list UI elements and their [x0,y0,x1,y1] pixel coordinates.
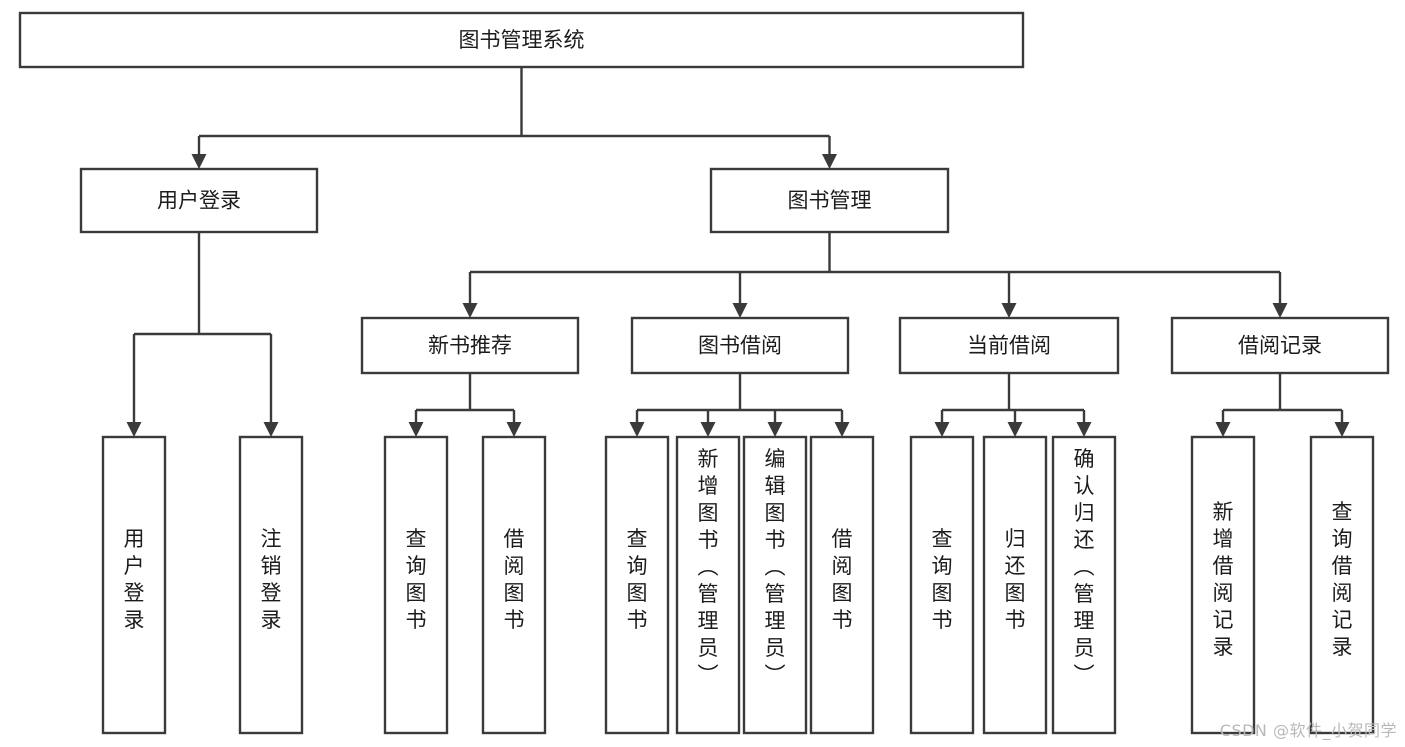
arrow-head-icon [126,422,142,437]
arrow-head-icon [263,422,279,437]
node-leaf-confirm-return-admin[interactable]: 确认归还︵管理员︶ [1051,435,1117,735]
node-box-leaf-user-logout[interactable] [238,435,304,735]
node-label-book-borrow: 图书借阅 [698,334,782,358]
node-box-root[interactable] [18,11,1025,69]
node-box-current-borrow[interactable] [898,316,1120,375]
node-leaf-add-book-admin[interactable]: 新增图书︵管理员︶ [675,435,741,735]
node-leaf-query-book-current[interactable]: 查询图书 [909,435,975,735]
node-box-user-login[interactable] [79,167,319,234]
node-label-current-borrow: 当前借阅 [967,334,1051,358]
node-label-leaf-add-borrow-record: 新增借阅记录 [1213,500,1234,659]
node-current-borrow[interactable]: 当前借阅 [898,316,1120,375]
node-box-leaf-user-login[interactable] [101,435,167,735]
node-leaf-user-login[interactable]: 用户登录 [101,435,167,735]
node-leaf-edit-book-admin[interactable]: 编辑图书︵管理员︶ [742,435,808,735]
node-box-leaf-borrow-book[interactable] [809,435,875,735]
node-label-leaf-user-login: 用户登录 [124,527,145,632]
arrow-head-icon [506,422,522,437]
arrow-head-icon [1334,422,1350,437]
node-leaf-query-borrow-record[interactable]: 查询借阅记录 [1309,435,1375,735]
node-label-book-manage: 图书管理 [788,189,872,213]
node-label-leaf-query-borrow-record: 查询借阅记录 [1332,500,1353,659]
node-leaf-add-borrow-record[interactable]: 新增借阅记录 [1190,435,1256,735]
node-box-leaf-add-borrow-record[interactable] [1190,435,1256,735]
node-label-user-login: 用户登录 [157,189,241,213]
node-label-leaf-query-book-borrow: 查询图书 [627,527,648,632]
node-root[interactable]: 图书管理系统 [18,11,1025,69]
node-leaf-return-book[interactable]: 归还图书 [982,435,1048,735]
node-box-leaf-query-book-rec[interactable] [383,435,449,735]
node-box-book-borrow[interactable] [630,316,850,375]
node-label-leaf-user-logout: 注销登录 [261,527,282,632]
arrow-head-icon [700,422,716,437]
node-leaf-query-book-rec[interactable]: 查询图书 [383,435,449,735]
node-box-leaf-borrow-book-rec[interactable] [481,435,547,735]
node-box-leaf-edit-book-admin[interactable] [742,435,808,735]
node-box-leaf-add-book-admin[interactable] [675,435,741,735]
node-user-login[interactable]: 用户登录 [79,167,319,234]
node-new-book-recommend[interactable]: 新书推荐 [360,316,580,375]
node-label-new-book-recommend: 新书推荐 [428,334,512,358]
arrow-head-icon [732,303,748,318]
node-box-book-manage[interactable] [709,167,950,234]
node-label-leaf-add-book-admin: 新增图书︵管理员︶ [698,447,719,687]
arrow-head-icon [767,422,783,437]
node-box-leaf-query-book-borrow[interactable] [604,435,670,735]
node-box-leaf-confirm-return-admin[interactable] [1051,435,1117,735]
arrow-head-icon [934,422,950,437]
node-box-new-book-recommend[interactable] [360,316,580,375]
node-label-leaf-return-book: 归还图书 [1005,527,1026,632]
node-leaf-borrow-book-rec[interactable]: 借阅图书 [481,435,547,735]
node-box-leaf-query-borrow-record[interactable] [1309,435,1375,735]
arrow-head-icon [1076,422,1092,437]
node-label-root: 图书管理系统 [459,28,585,52]
node-label-leaf-confirm-return-admin: 确认归还︵管理员︶ [1074,447,1095,687]
arrow-head-icon [629,422,645,437]
node-box-leaf-query-book-current[interactable] [909,435,975,735]
node-label-leaf-query-book-current: 查询图书 [932,527,953,632]
arrow-head-icon [462,303,478,318]
arrow-head-icon [1272,303,1288,318]
node-borrow-record[interactable]: 借阅记录 [1170,316,1390,375]
node-label-leaf-query-book-rec: 查询图书 [406,527,427,632]
node-book-borrow[interactable]: 图书借阅 [630,316,850,375]
arrow-head-icon [822,154,837,169]
node-label-leaf-edit-book-admin: 编辑图书︵管理员︶ [765,447,786,687]
node-label-borrow-record: 借阅记录 [1238,334,1322,358]
arrow-head-icon [834,422,850,437]
node-box-borrow-record[interactable] [1170,316,1390,375]
arrow-head-icon [1007,422,1023,437]
arrow-head-icon [191,154,207,169]
node-layer: 图书管理系统用户登录图书管理新书推荐图书借阅当前借阅借阅记录用户登录注销登录查询… [18,11,1390,735]
node-book-manage[interactable]: 图书管理 [709,167,950,234]
arrow-head-icon [1215,422,1231,437]
arrow-head-icon [408,422,424,437]
arrow-head-icon [1001,303,1017,318]
node-leaf-borrow-book[interactable]: 借阅图书 [809,435,875,735]
node-leaf-user-logout[interactable]: 注销登录 [238,435,304,735]
connector-layer [126,67,1350,437]
node-label-leaf-borrow-book-rec: 借阅图书 [504,527,525,632]
node-label-leaf-borrow-book: 借阅图书 [832,527,853,632]
node-leaf-query-book-borrow[interactable]: 查询图书 [604,435,670,735]
node-box-leaf-return-book[interactable] [982,435,1048,735]
